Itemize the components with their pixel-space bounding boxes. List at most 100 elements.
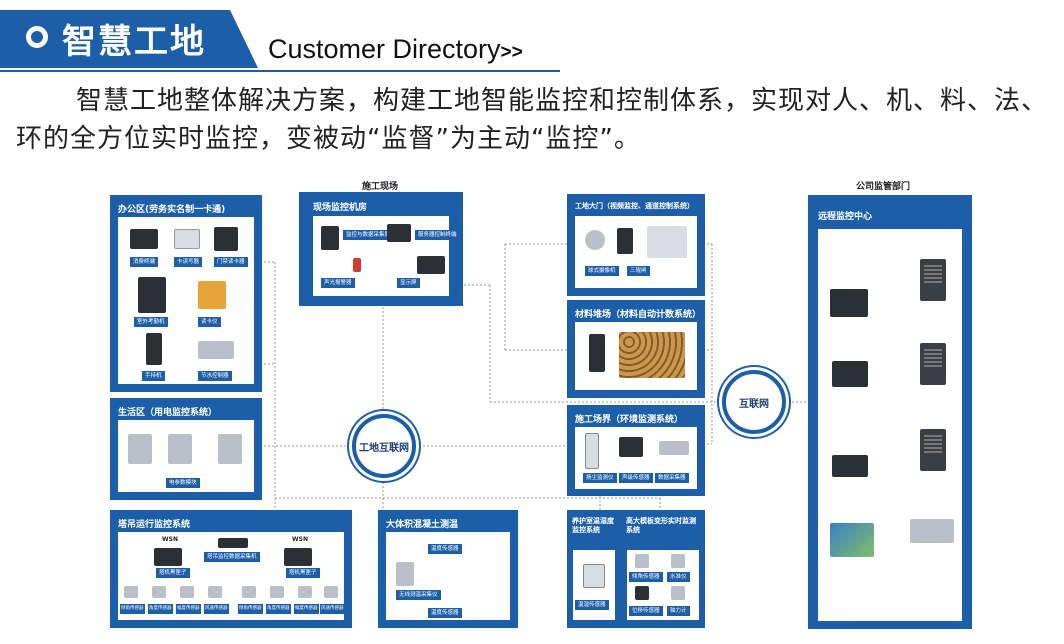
- panel-material-title: 材料堆场（材料自动计数系统）: [575, 310, 702, 320]
- label: 幅度传感器: [294, 604, 319, 614]
- panel-material: 材料堆场（材料自动计数系统）: [567, 300, 705, 398]
- panel-curing-title: 养护室温湿度监控系统: [572, 517, 614, 534]
- panel-concrete-body: 温度传感器 无线测温采集仪 温度传感器: [386, 532, 510, 620]
- label: 数据采集器: [655, 473, 689, 483]
- axial-force-icon: [671, 586, 685, 600]
- sensor-icon: [152, 586, 166, 598]
- subtitle: Customer Directory>>: [268, 34, 523, 64]
- data-collector-icon: [659, 441, 689, 455]
- panel-remote-title: 远程监控中心: [818, 212, 873, 222]
- gate-photo-icon: [647, 226, 687, 258]
- server-tower-icon: [920, 343, 946, 385]
- tilt-sensor-icon: [635, 554, 649, 568]
- panel-formwork-body: 倾角传感器 水准仪 位移传感器 轴力计: [627, 550, 699, 620]
- blackbox-icon: [154, 548, 182, 566]
- label: 监控与数据采集服务: [343, 230, 399, 240]
- label: 位移传感器: [629, 606, 663, 616]
- panel-crane-title: 塔吊运行监控系统: [118, 520, 191, 530]
- panel-office: 办公区(劳务实名制一卡通) 消费终端 卡读写器 门禁读卡器 室外考勤机 读卡仪 …: [110, 195, 262, 392]
- sensor-icon: [180, 586, 194, 598]
- sensor-icon: [324, 586, 338, 598]
- label: 风速传感器: [204, 604, 229, 614]
- card-writer-icon: [198, 281, 226, 309]
- sensor-icon: [298, 586, 312, 598]
- label: 温度传感器: [428, 608, 462, 618]
- panel-env: 施工场界（环境监测系统） 扬尘监测仪 声级传感器 数据采集器: [567, 405, 705, 496]
- label: 塔机黑匣子: [156, 568, 190, 578]
- label: 角度传感器: [148, 604, 173, 614]
- panel-remote: 远程监控中心: [808, 195, 972, 629]
- label: 球式摄像机: [585, 266, 619, 276]
- label: 声级传感器: [619, 473, 653, 483]
- intro-paragraph: 智慧工地整体解决方案，构建工地智能监控和控制体系，实现对人、机、料、法、环的全方…: [16, 86, 1049, 154]
- label: 倾角传感器: [120, 604, 145, 614]
- panel-living-body: 电参数模块: [118, 420, 254, 492]
- label: 电参数模块: [166, 478, 200, 488]
- label: 塔吊监控数据采集机: [204, 552, 260, 562]
- alarm-icon: [353, 258, 361, 272]
- label: 水准仪: [667, 572, 690, 582]
- display-screen-icon: [417, 256, 445, 274]
- label: 手持机: [142, 371, 165, 381]
- label: 轴力计: [667, 606, 690, 616]
- wsn-label: WSN: [292, 536, 308, 543]
- panel-gate: 工地大门（视频监控、通道控制系统） 球式摄像机 三辊闸: [567, 194, 705, 296]
- panel-gate-body: 球式摄像机 三辊闸: [575, 216, 697, 288]
- label: 塔机黑匣子: [286, 568, 320, 578]
- server-tower-icon: [920, 259, 946, 301]
- dome-camera-icon: [585, 230, 605, 250]
- label: 扬尘监测仪: [583, 473, 617, 483]
- wsn-label: WSN: [162, 536, 178, 543]
- label: 温湿传感器: [575, 600, 609, 610]
- zone-site-label: 施工现场: [362, 182, 399, 192]
- hub-internet: 互联网: [722, 370, 786, 434]
- panel-formwork-title: 高大模板变形实时监测系统: [626, 517, 696, 534]
- video-wall-icon: [830, 523, 874, 557]
- sound-sensor-icon: [619, 437, 643, 457]
- router-icon: [218, 538, 248, 548]
- page-title: 智慧工地: [62, 22, 206, 62]
- panel-curing: 养护室温湿度监控系统 温湿传感器: [567, 510, 621, 628]
- label: 风速传感器: [320, 604, 345, 614]
- sensor-icon: [208, 586, 222, 598]
- power-module-icon: [168, 434, 192, 464]
- level-gauge-icon: [671, 554, 685, 568]
- blackbox-icon: [284, 548, 312, 566]
- label: 读卡仪: [198, 317, 221, 327]
- water-controller-icon: [198, 341, 234, 359]
- pos-terminal-icon: [130, 229, 158, 249]
- door-reader-icon: [214, 227, 238, 251]
- label: 三辊闸: [627, 266, 650, 276]
- handheld-icon: [146, 333, 162, 365]
- card-reader-icon: [174, 229, 200, 249]
- label: 室外考勤机: [134, 317, 168, 327]
- turnstile-icon: [617, 228, 633, 254]
- label: 节水控制器: [198, 371, 232, 381]
- server-icon: [321, 226, 339, 250]
- server-tower-icon: [920, 429, 946, 471]
- label: 服务器控制终端: [415, 230, 460, 240]
- label: 卡读写器: [174, 257, 203, 267]
- dust-monitor-icon: [585, 433, 599, 469]
- panel-office-body: 消费终端 卡读写器 门禁读卡器 室外考勤机 读卡仪 手持机 节水控制器: [118, 217, 254, 384]
- sensor-icon: [242, 586, 256, 598]
- panel-formwork: 高大模板变形实时监测系统 倾角传感器 水准仪 位移传感器 轴力计: [621, 510, 705, 628]
- label: 门禁读卡器: [214, 257, 248, 267]
- power-module-icon: [128, 434, 152, 464]
- label: 声光报警器: [321, 278, 355, 288]
- server-cluster-icon: [830, 289, 868, 317]
- panel-concrete: 大体积混凝土测温 温度传感器 无线测温采集仪 温度传感器: [378, 510, 518, 628]
- nvr-icon: [832, 455, 868, 477]
- header-divider: [0, 70, 560, 72]
- sensor-icon: [270, 586, 284, 598]
- label: 倾角传感器: [238, 604, 263, 614]
- panel-curing-body: 温湿传感器: [573, 550, 615, 620]
- panel-env-body: 扬尘监测仪 声级传感器 数据采集器: [575, 427, 697, 489]
- panel-gate-title: 工地大门（视频监控、通道控制系统）: [575, 202, 694, 210]
- timber-stack-icon: [619, 332, 685, 378]
- label: 无线测温采集仪: [396, 590, 441, 600]
- panel-concrete-title: 大体积混凝土测温: [386, 520, 459, 530]
- label: 倾角传感器: [629, 572, 663, 582]
- panel-crane-body: WSN WSN 塔吊监控数据采集机 塔机黑匣子 塔机黑匣子 倾角传感器 角度传感…: [118, 532, 345, 620]
- zone-company-label: 公司监管部门: [856, 182, 911, 192]
